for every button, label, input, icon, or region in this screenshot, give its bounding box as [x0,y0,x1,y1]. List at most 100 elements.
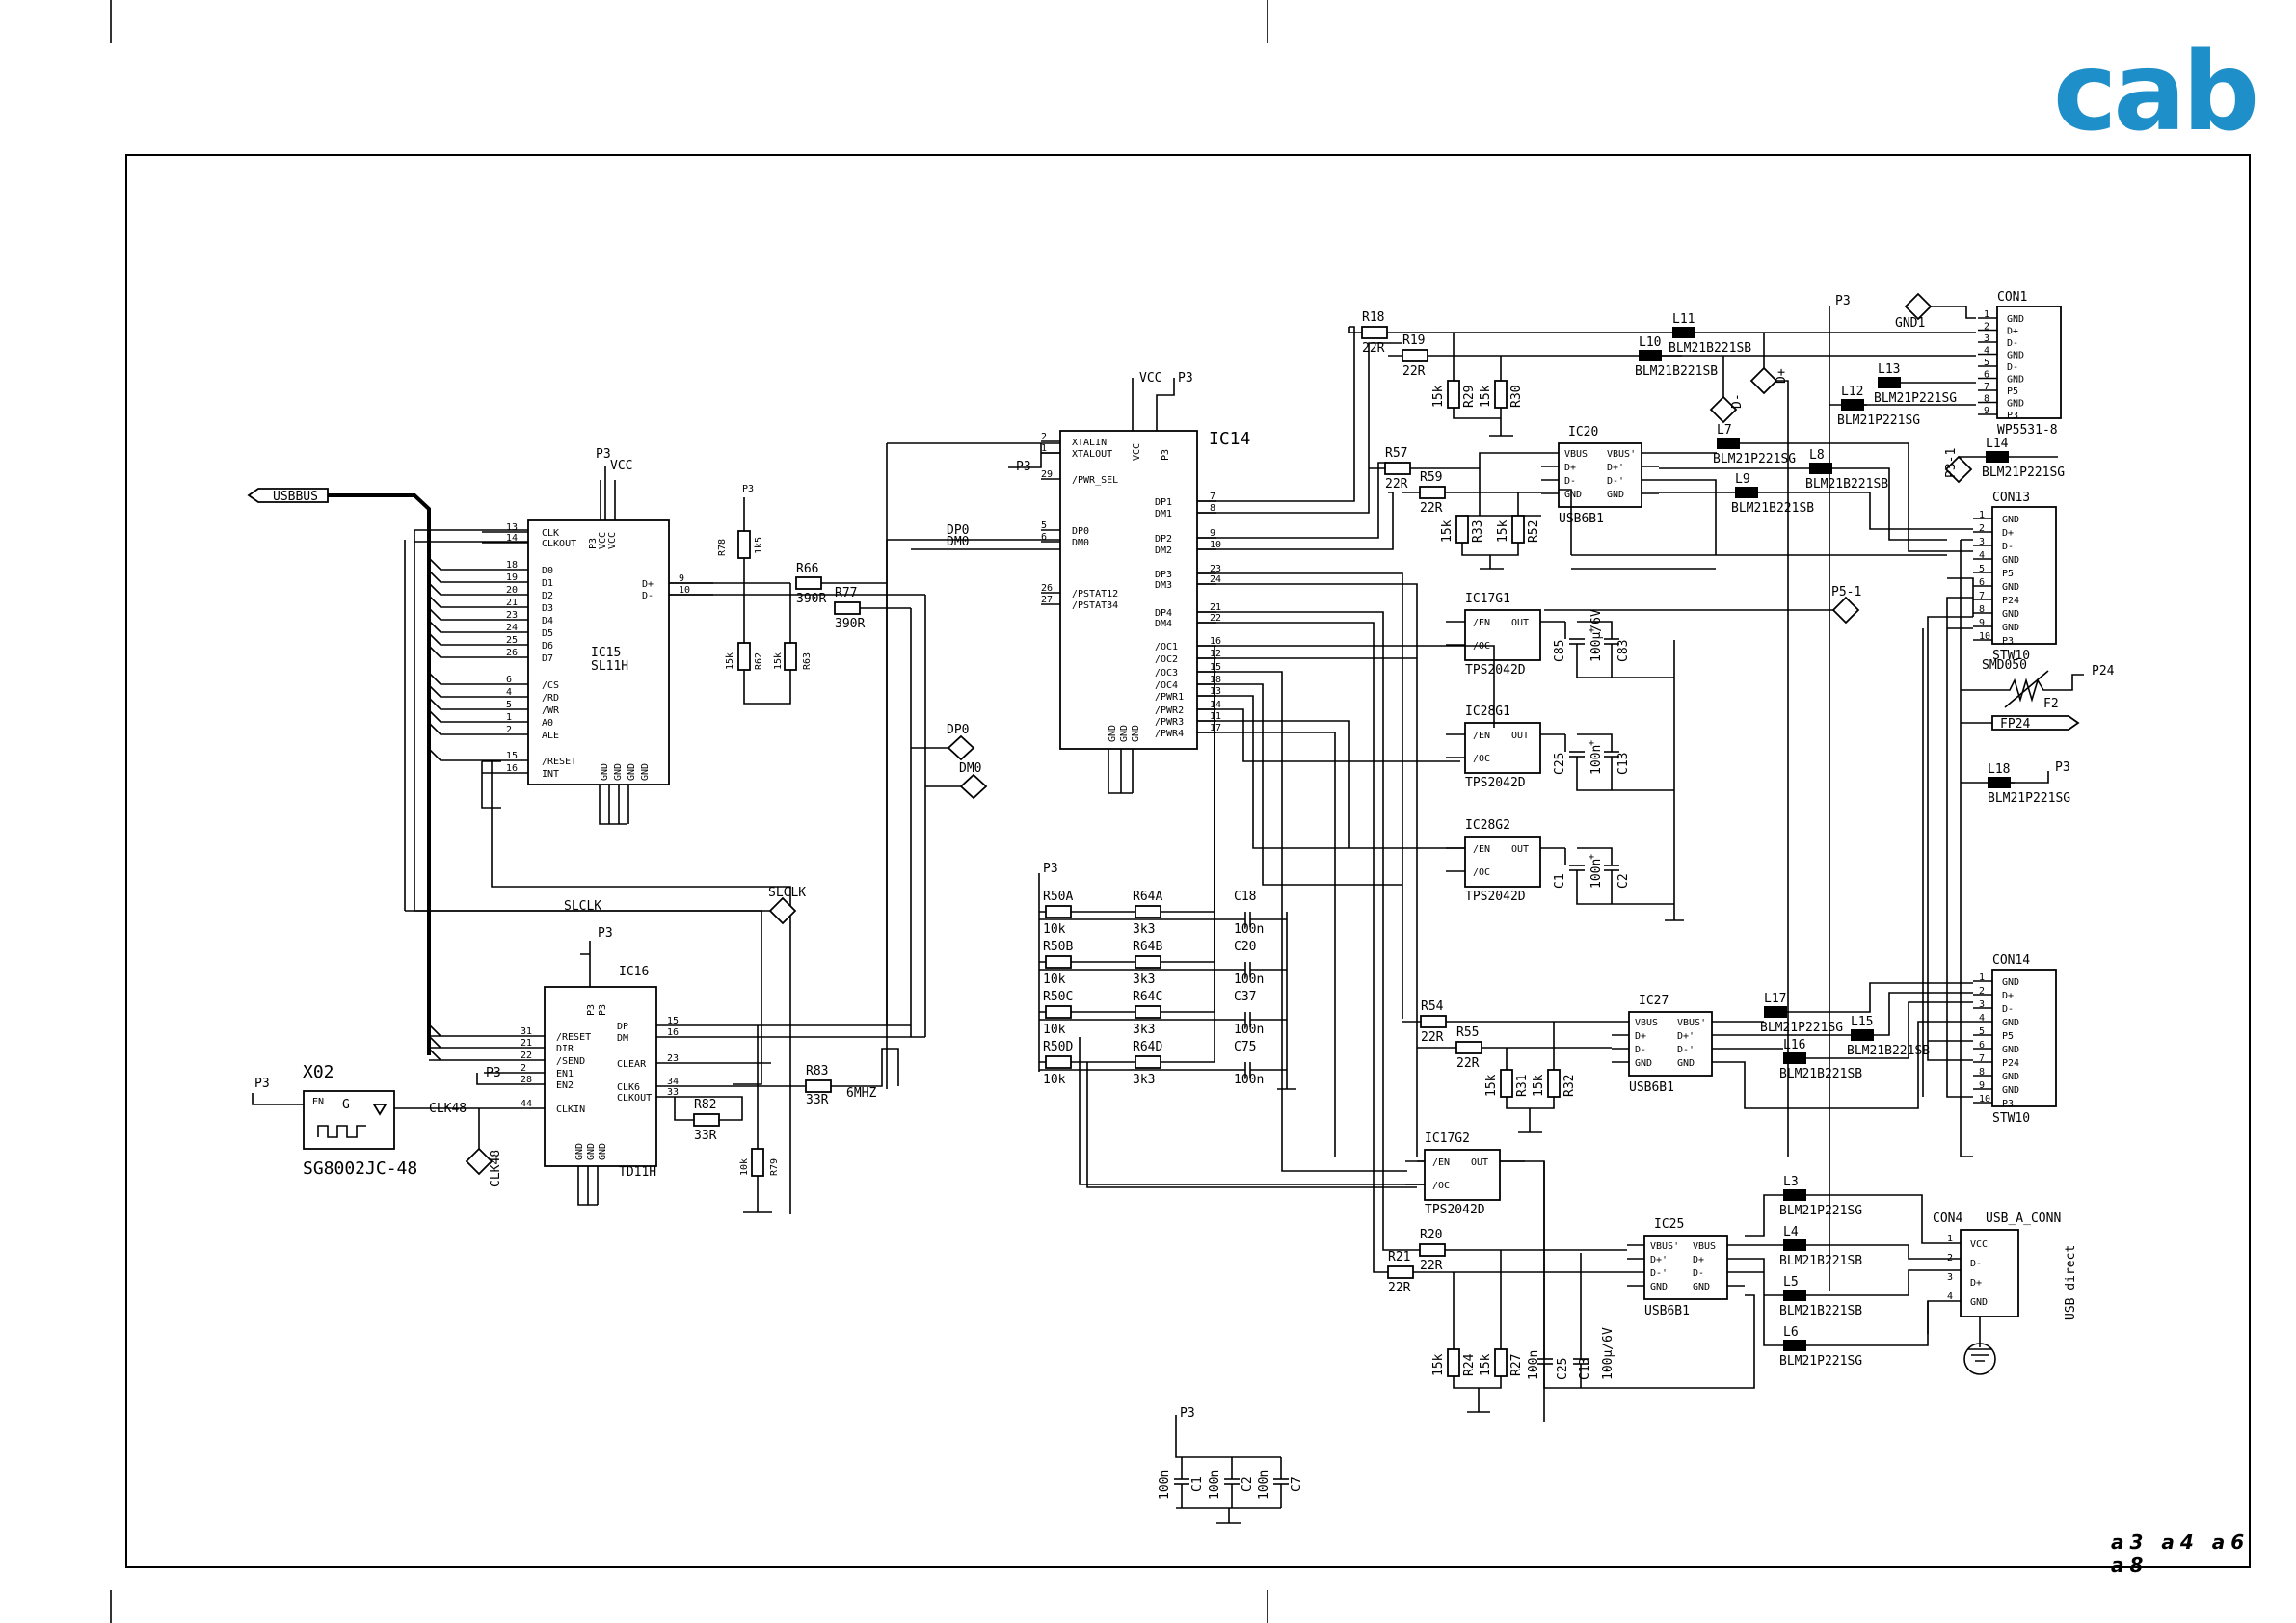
connector-pin-label: P5 [2007,386,2018,397]
ic15-pin-number: 4 [506,687,512,698]
ic14-pin-label: /OC3 [1155,668,1178,678]
connector-part: STW10 [1992,1111,2030,1126]
ic16-pin-number: 15 [667,1016,679,1026]
resistor-r54 [1420,1015,1447,1028]
connector-pin-number: 3 [1984,333,1989,344]
con4-pin-number: 4 [1947,1291,1953,1302]
ic15-pin-number: 26 [506,648,518,658]
ic14-pin-number: 2 [1041,432,1047,442]
switch-pin: OUT [1471,1157,1488,1168]
r66-value: 390R [796,592,826,606]
resistor-r55 [1455,1041,1482,1054]
cap-value: 100n [1234,922,1264,937]
r64-ref: R64B [1133,940,1162,954]
r64-value: 3k3 [1133,972,1155,987]
earth-ground-icon [1963,1343,1996,1375]
switch-pin: /OC [1473,867,1490,878]
cap-ref: C25 [1553,753,1567,775]
cap-ref: C1 [1553,873,1567,889]
r64-value: 3k3 [1133,1023,1155,1037]
resistor-r18 [1361,326,1388,339]
usb6b1-pin: VBUS' [1677,1018,1706,1028]
r82-value: 33R [694,1129,717,1143]
ic14-body [1059,430,1198,750]
ic16-pin-label: P3 [586,1004,597,1016]
fp24-label: FP24 [2000,717,2030,732]
dm0-flag [959,773,988,800]
r64-ref: R64D [1133,1040,1162,1054]
resistor-r59 [1419,486,1446,499]
r77-ref: R77 [835,586,857,600]
ic14-pin-number: 13 [1210,686,1221,697]
inductor-ref: L16 [1783,1038,1805,1052]
ic16-pin-number: 33 [667,1087,679,1098]
usb6b1-part: USB6B1 [1644,1304,1690,1318]
inductor-value: BLM21B221SB [1805,477,1888,492]
connector-pin-label: D+ [2007,327,2018,337]
ic16-body [544,986,657,1167]
cap-value: 100n [1257,1470,1271,1500]
con4-part: USB_A_CONN [1986,1211,2061,1226]
ic15-body [527,519,670,785]
ic16-p3: P3 [598,926,613,941]
cap-value: 100µ/6V [1589,609,1604,662]
resistor-r57 [1384,462,1411,475]
connector-pin-label: GND [2002,1072,2019,1082]
usb6b1-pin: GND [1564,490,1582,500]
usb6b1-pin: D+' [1650,1255,1668,1265]
resistor-value: 22R [1388,1281,1411,1295]
ic14-pin-label: DP2 [1155,534,1172,545]
p5-1-label: P5-1 [1831,585,1861,599]
con4-ref: CON4 [1933,1211,1962,1226]
ic16-pin-label: P3 [598,1004,608,1016]
cap-value: 100n [1234,1023,1264,1037]
ic14-pin-label: DM4 [1155,619,1172,629]
connector-pin-label: D- [2007,362,2018,373]
ic14-p3: P3 [1178,371,1193,386]
ic16-pin-label: /RESET [556,1032,591,1043]
ic15-pin-number: 18 [506,560,518,571]
ic16-pin-label: CLEAR [617,1059,647,1070]
inductor-l9 [1735,487,1758,498]
ic14-pin-number: 26 [1041,583,1053,594]
d-plus-label: D+ [1775,368,1789,384]
dp0-label: DP0 [947,523,969,538]
ic16-pin-label: /SEND [556,1056,585,1067]
cap-ref: C25 [1556,1358,1570,1380]
resistor-r64 [1135,905,1161,918]
x02-part: SG8002JC-48 [303,1158,417,1179]
resistor-value: 22R [1402,364,1426,379]
cap-value: 100n [1589,859,1604,889]
resistor-value: 22R [1420,501,1443,516]
ic14-pins-left: XTALIN2XTALOUT1/PWR_SEL29DP05DM06/PSTAT1… [1041,432,1118,611]
connector-pin-number: 1 [1984,309,1989,320]
connector-con1 [1996,306,2062,419]
ic14-pin-label: /PWR2 [1155,705,1184,716]
resistor-value: 22R [1385,477,1408,492]
ic16-pin-label: GND [586,1143,597,1160]
usb6b1-pin: VBUS' [1607,449,1636,460]
switch-pin: /OC [1432,1181,1450,1191]
ic14-pin-label: /OC2 [1155,654,1178,665]
resistor-r79 [751,1148,764,1177]
ic15-pin-number: 1 [506,712,512,723]
switch-pin: /OC [1473,754,1490,764]
ic15-pin-number: 6 [506,675,512,685]
r50-ref: R50B [1043,940,1073,954]
switch-part: TPS2042D [1465,663,1526,678]
usb6b1-pin: GND [1607,490,1624,500]
ic16-pin-label: GND [598,1143,608,1160]
usb6b1-pin: GND [1635,1058,1652,1069]
ic14-pin-label: DP4 [1155,608,1172,619]
inductor-l7 [1717,438,1740,449]
oscillator-x02 [303,1090,395,1150]
resistor-ref: R30 [1509,386,1524,408]
r63-value: 15k [773,652,784,670]
r82-ref: R82 [694,1098,716,1112]
fuse-ref: F2 [2043,697,2059,711]
resistor-r50 [1045,905,1072,918]
resistor-network: R50A10kR64A3k3C18100nR50B10kR64B3k3C2010… [1038,646,1417,1188]
r62-value: 15k [725,652,735,670]
usb6b1-pin: D- [1635,1045,1646,1055]
